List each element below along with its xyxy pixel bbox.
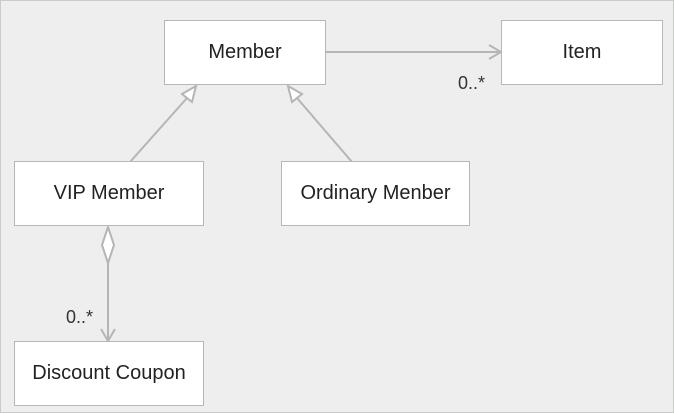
vip-member-generalization-triangle: [180, 83, 198, 104]
class-item-label: Item: [562, 41, 602, 63]
class-vip-member[interactable]: VIP Member: [14, 161, 204, 226]
class-ordinary-member[interactable]: Ordinary Menber: [281, 161, 470, 226]
class-discount-coupon-label: Discount Coupon: [32, 362, 186, 384]
ordinary-member-generalization-line: [296, 97, 353, 163]
ordinary-member-generalization-triangle: [286, 83, 304, 104]
class-member-label: Member: [208, 41, 282, 63]
class-member[interactable]: Member: [164, 20, 326, 85]
class-item[interactable]: Item: [501, 20, 663, 85]
class-ordinary-member-label: Ordinary Menber: [300, 182, 451, 204]
class-discount-coupon[interactable]: Discount Coupon: [14, 341, 204, 406]
member-item-multiplicity: 0..*: [458, 73, 486, 93]
vip-coupon-multiplicity: 0..*: [66, 307, 94, 327]
class-vip-member-label: VIP Member: [53, 182, 165, 204]
vip-member-generalization-line: [129, 97, 188, 163]
vip-coupon-aggregation-diamond: [100, 223, 116, 267]
